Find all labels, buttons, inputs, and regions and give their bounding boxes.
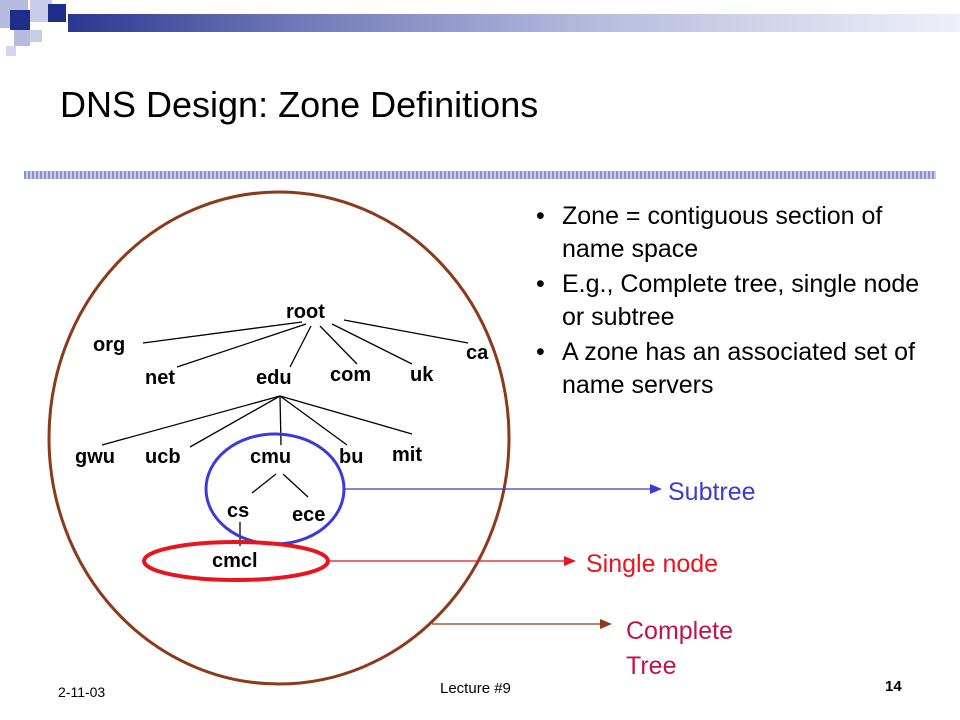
title-divider — [24, 171, 936, 179]
edge-edu-bu — [279, 395, 348, 446]
node-cs: cs — [227, 500, 249, 522]
complete-tree-label-line1: Complete — [626, 617, 733, 645]
edge-root-org — [142, 321, 303, 344]
node-gwu: gwu — [75, 446, 115, 468]
node-cmcl: cmcl — [212, 550, 258, 572]
complete-tree-label-line2: Tree — [626, 652, 676, 680]
footer-page-number: 14 — [885, 678, 902, 695]
bullet-dot-icon: • — [536, 270, 545, 298]
single-node-arrow — [328, 556, 576, 566]
edge-root-ca — [343, 319, 469, 344]
deco-square-7 — [6, 46, 16, 56]
node-mit: mit — [392, 444, 422, 466]
single-node-label: Single node — [586, 550, 718, 578]
node-edu: edu — [256, 367, 292, 389]
deco-square-4 — [48, 4, 66, 22]
deco-square-2 — [10, 10, 30, 30]
footer-lecture: Lecture #9 — [440, 680, 511, 697]
bullet-text: A zone has an associated set of name ser… — [562, 338, 916, 399]
node-ca: ca — [466, 342, 489, 364]
node-org: org — [93, 334, 125, 356]
edge-root-net — [176, 323, 307, 368]
node-ucb: ucb — [145, 446, 181, 468]
node-cmu: cmu — [250, 446, 291, 468]
node-uk: uk — [410, 364, 434, 386]
bullet-item: • Zone = contiguous section of name spac… — [530, 200, 930, 266]
bullet-dot-icon: • — [536, 338, 545, 366]
subtree-arrow — [344, 484, 662, 494]
bullet-dot-icon: • — [536, 202, 545, 230]
edge-root-edu — [289, 325, 312, 368]
node-bu: bu — [339, 446, 363, 468]
complete-tree-arrow — [432, 619, 612, 629]
deco-square-6 — [30, 30, 42, 42]
edge-edu-ucb — [189, 395, 281, 448]
node-net: net — [145, 367, 175, 389]
edge-cmu-cs — [251, 473, 277, 494]
node-ece: ece — [292, 504, 325, 526]
bullet-list: • Zone = contiguous section of name spac… — [530, 200, 930, 404]
edge-root-uk — [331, 323, 413, 365]
node-com: com — [330, 364, 371, 386]
edge-edu-gwu — [101, 395, 281, 446]
footer-date: 2-11-03 — [58, 684, 106, 700]
bullet-text: Zone = contiguous section of name space — [562, 202, 883, 263]
bullet-item: • A zone has an associated set of name s… — [530, 336, 930, 402]
edge-cmu-ece — [282, 473, 309, 498]
top-gradient-bar — [68, 14, 960, 32]
slide-title: DNS Design: Zone Definitions — [60, 84, 539, 125]
deco-square-3 — [30, 0, 52, 22]
subtree-label: Subtree — [668, 478, 756, 506]
node-root: root — [286, 301, 325, 323]
bullet-item: • E.g., Complete tree, single node or su… — [530, 268, 930, 334]
edge-edu-cmu — [279, 395, 282, 446]
edge-edu-mit — [279, 395, 413, 435]
deco-square-5 — [14, 30, 30, 46]
complete-tree-circle — [47, 190, 511, 686]
bullet-text: E.g., Complete tree, single node or subt… — [562, 270, 920, 331]
edge-root-com — [319, 325, 358, 365]
